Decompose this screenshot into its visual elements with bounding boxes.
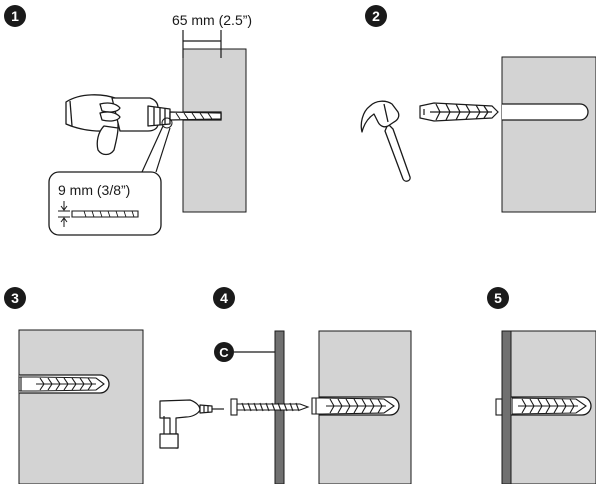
wall-anchor-icon [18,376,105,392]
screw-icon [495,398,503,416]
screw-icon [230,398,310,416]
depth-label: 65 mm (2.5”) [172,12,252,28]
wall-anchor-icon [511,397,587,415]
part-c-badge: C [214,342,275,362]
wall-anchor-icon [419,102,499,122]
step-1-badge: 1 [4,5,26,27]
step-3: 3 [4,287,144,484]
wall-anchor-icon [311,397,395,415]
step-2-badge: 2 [365,5,387,27]
step-4: 4 C [159,287,412,484]
svg-text:2: 2 [372,8,380,24]
diameter-label: 9 mm (3/8”) [58,182,130,198]
mounting-panel [501,330,512,484]
hammer-icon [360,100,411,182]
diameter-callout: 9 mm (3/8”) [48,171,162,236]
step-5: 5 [487,287,596,484]
wall [501,56,596,213]
wall [18,329,144,484]
svg-text:4: 4 [220,290,228,306]
callout-leader [141,125,171,173]
drill-icon [65,94,222,156]
wall [182,48,247,213]
step-2: 2 [360,5,596,213]
step-4-badge: 4 [213,287,235,309]
depth-dimension: 65 mm (2.5”) [172,12,252,58]
svg-text:3: 3 [11,290,19,306]
svg-text:C: C [219,345,229,360]
svg-text:1: 1 [11,8,19,24]
step-3-badge: 3 [4,287,26,309]
drilled-hole [502,103,589,121]
screwdriver-icon [159,399,224,449]
step-1: 1 65 mm (2.5”) [4,5,252,236]
svg-text:5: 5 [494,290,502,306]
step-5-badge: 5 [487,287,509,309]
callout-focus [161,117,173,129]
